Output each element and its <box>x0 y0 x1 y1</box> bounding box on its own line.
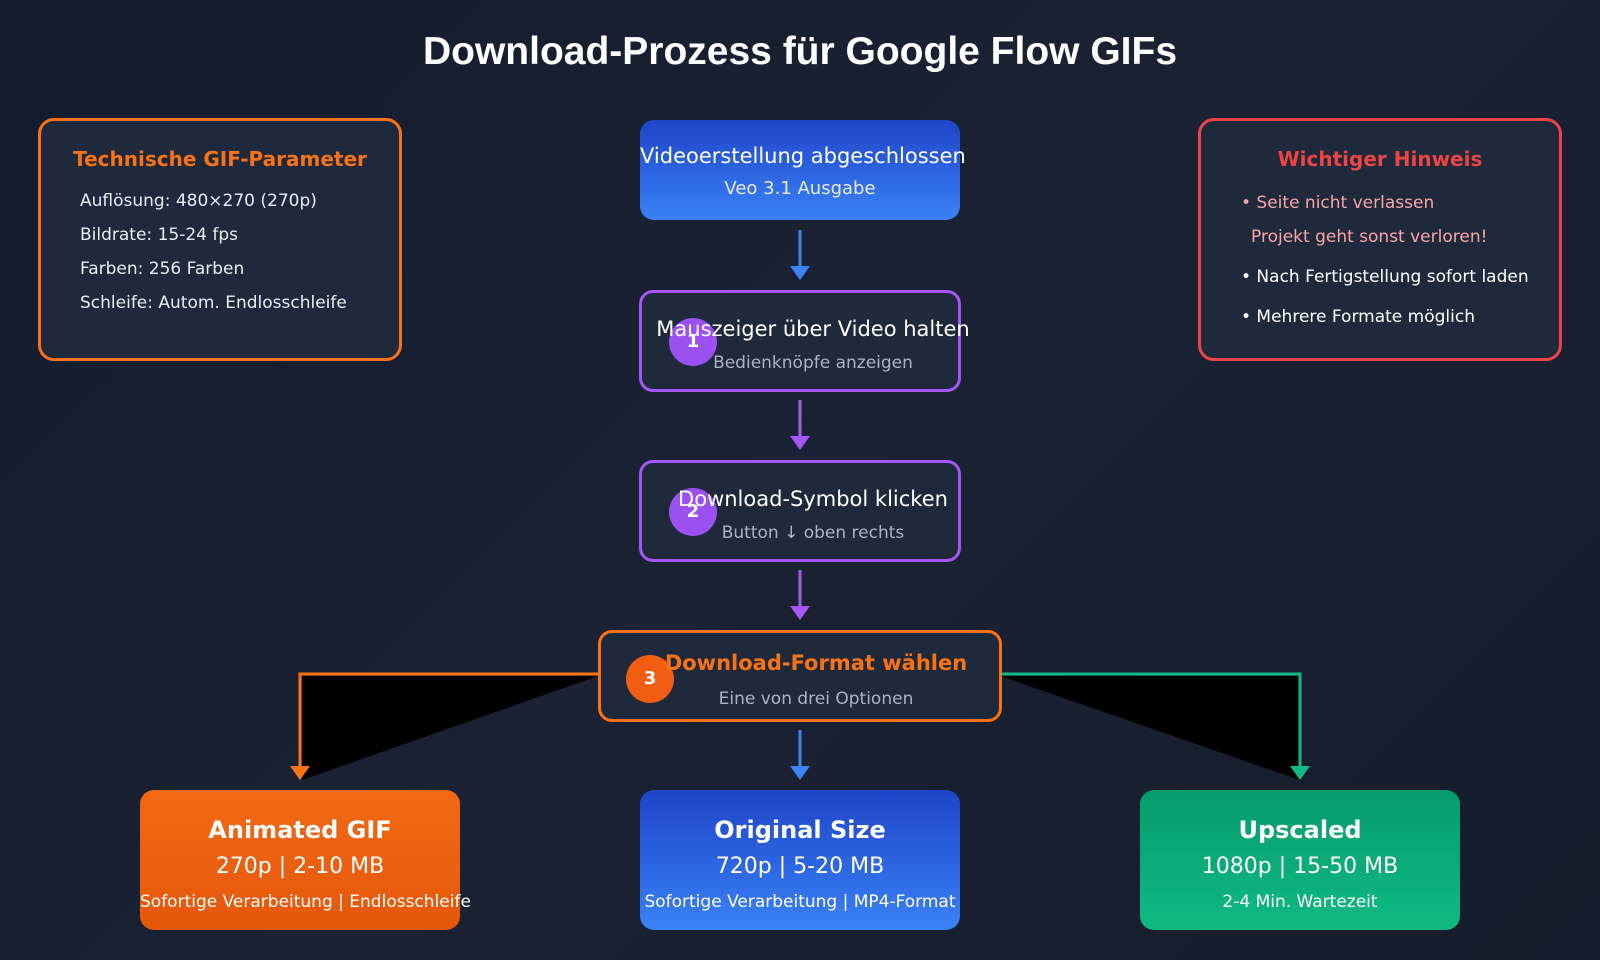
tech-params-list: Auflösung: 480×270 (270p) Bildrate: 15-2… <box>80 191 399 327</box>
outcome-upscaled: Upscaled 1080p | 15-50 MB 2-4 Min. Warte… <box>1140 790 1460 930</box>
param-loop: Schleife: Autom. Endlosschleife <box>80 293 347 313</box>
notice-heading: Wichtiger Hinweis <box>1277 147 1483 171</box>
arrowhead-step3-to-original <box>790 766 810 780</box>
important-notice-panel: Wichtiger Hinweis • Seite nicht verlasse… <box>1198 118 1562 361</box>
page-title: Download-Prozess für Google Flow GIFs <box>422 30 1178 73</box>
param-framerate: Bildrate: 15-24 fps <box>80 225 238 245</box>
start-node: Videoerstellung abgeschlossen Veo 3.1 Au… <box>640 120 966 220</box>
outcome-original-meta: 720p | 5-20 MB <box>715 854 885 879</box>
right-branch-shadow <box>1000 676 1300 780</box>
connector-step3-to-upscaled <box>1000 672 1302 768</box>
outcome-animated-gif: Animated GIF 270p | 2-10 MB Sofortige Ve… <box>140 790 471 930</box>
step-1-badge: 1 <box>669 318 717 366</box>
outcome-gif-title: Animated GIF <box>208 816 392 844</box>
step-2-subtitle: Button ↓ oben rechts <box>721 523 905 543</box>
param-colors: Farben: 256 Farben <box>80 259 245 279</box>
outcome-original-title: Original Size <box>714 816 886 844</box>
outcome-upscaled-meta: 1080p | 15-50 MB <box>1201 854 1399 879</box>
step-3-title: Download-Format wählen <box>664 651 968 675</box>
start-node-subtitle: Veo 3.1 Ausgabe <box>724 178 876 199</box>
tech-params-heading: Technische GIF-Parameter <box>73 147 367 171</box>
step-3-node: 3 Download-Format wählen Eine von drei O… <box>598 630 1002 722</box>
step-1-subtitle: Bedienknöpfe anzeigen <box>713 353 913 373</box>
step-3-subtitle: Eine von drei Optionen <box>718 689 914 709</box>
connector-step3-to-gif <box>298 672 598 768</box>
outcome-original-footer: Sofortige Verarbeitung | MP4-Format <box>644 892 956 912</box>
arrowhead-step3-to-gif <box>290 766 310 780</box>
step-1-title: Mauszeiger über Video halten <box>656 317 970 341</box>
param-resolution: Auflösung: 480×270 (270p) <box>80 191 317 211</box>
arrowhead-start-to-step1 <box>790 266 810 280</box>
left-branch-shadow <box>302 676 598 780</box>
outcome-upscaled-footer: 2-4 Min. Wartezeit <box>1222 892 1378 912</box>
step-2-badge: 2 <box>669 488 717 536</box>
notice-list: • Seite nicht verlassen Projekt geht son… <box>1241 193 1559 327</box>
notice-item-stay-on-page-sub: Projekt geht sonst verloren! <box>1251 227 1488 247</box>
outcome-gif-meta: 270p | 2-10 MB <box>215 854 385 879</box>
notice-item-download-immediately: • Nach Fertigstellung sofort laden <box>1241 267 1529 287</box>
notice-item-stay-on-page: • Seite nicht verlassen <box>1241 193 1435 213</box>
tech-params-panel: Technische GIF-Parameter Auflösung: 480×… <box>38 118 402 361</box>
outcome-upscaled-title: Upscaled <box>1238 816 1362 844</box>
outcome-original-size: Original Size 720p | 5-20 MB Sofortige V… <box>640 790 960 930</box>
step-2-node: 2 Download-Symbol klicken Button ↓ oben … <box>639 460 961 562</box>
step-2-title: Download-Symbol klicken <box>678 487 948 511</box>
arrowhead-step2-to-step3 <box>790 606 810 620</box>
outcome-gif-footer: Sofortige Verarbeitung | Endlosschleife <box>140 892 471 912</box>
arrowhead-step1-to-step2 <box>790 436 810 450</box>
arrowhead-step3-to-upscaled <box>1290 766 1310 780</box>
start-node-title: Videoerstellung abgeschlossen <box>640 144 966 168</box>
notice-item-multiple-formats: • Mehrere Formate möglich <box>1241 307 1475 327</box>
step-3-badge: 3 <box>626 655 674 703</box>
step-1-node: 1 Mauszeiger über Video halten Bedienknö… <box>639 290 970 392</box>
